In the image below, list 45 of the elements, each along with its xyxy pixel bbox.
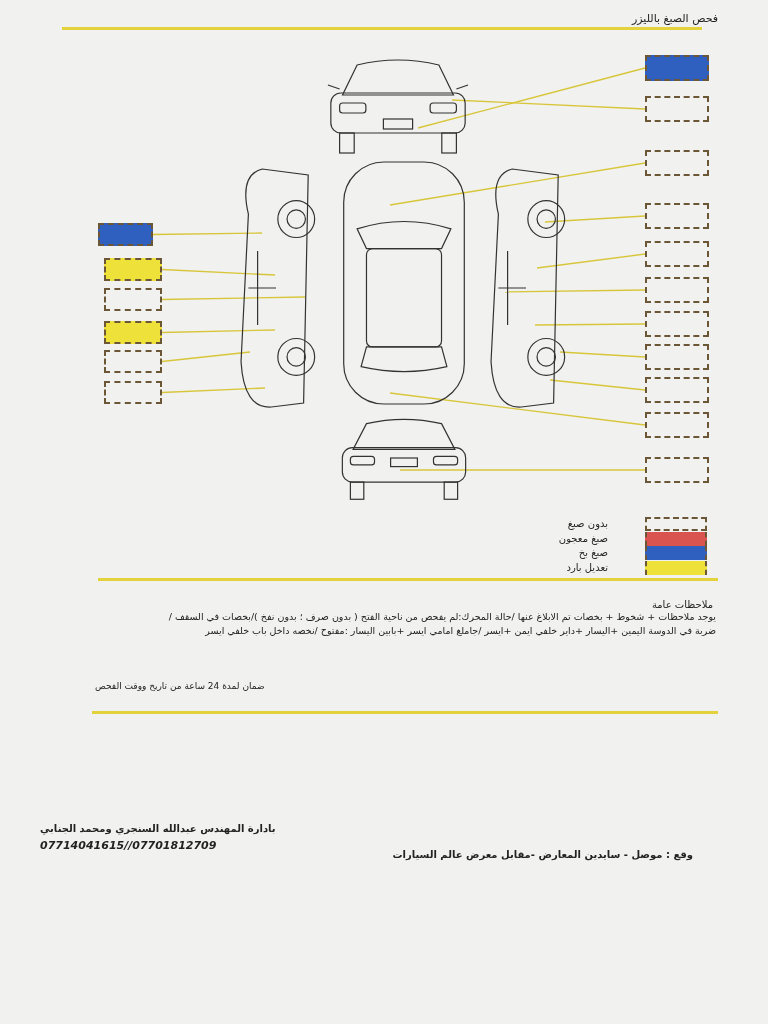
leader-line (534, 323, 646, 326)
notes-paragraph: يوجد ملاحظات + شخوط + بخصات تم الابلاغ عنها /حالة المحرك:لم يفحص من ناحية الفتح ( بدون صرف ؛ بدون نفخ )/بخصات في السقف /ضربة في الدوسة اليمين +اليسار +داير خلفي ايمن +ايسر /جاملغ امامي ايسر +بابين اليسار :مفتوح /نخصه داخل باب خلفي ايسر (167, 610, 716, 639)
address-text: وقع : موصل - سايدين المعارض -مقابل معرض عالم السيارات (392, 848, 693, 862)
leader-line (161, 351, 251, 363)
leader-line (559, 351, 646, 358)
leader-line (161, 268, 276, 276)
notes-heading: ملاحظات عامة (651, 598, 713, 612)
leader-line (152, 232, 263, 236)
legend-label: بدون صبغ (567, 518, 608, 530)
paint-status-box (104, 350, 162, 373)
paint-status-box (98, 223, 153, 246)
leader-line (549, 379, 646, 391)
paint-status-box (104, 381, 162, 404)
paint-status-box (645, 277, 709, 303)
leader-line (536, 253, 646, 269)
paint-status-box (104, 258, 162, 281)
leader-line (451, 99, 646, 110)
paint-status-box (645, 241, 709, 267)
paint-status-box (645, 412, 709, 438)
legend-label: صبغ بخ (578, 547, 608, 559)
paint-status-box (645, 203, 709, 229)
leader-line (544, 215, 646, 223)
legend-label: تعديل بارد (566, 561, 608, 574)
paint-status-box (645, 311, 709, 337)
leader-line (389, 392, 646, 426)
leader-line (417, 67, 646, 129)
legend-label: صبغ معجون (558, 532, 608, 545)
leader-line (399, 469, 646, 471)
management-names: بادارة المهندس عبدالله السنجري ومحمد الجنابي (40, 822, 276, 836)
paint-status-box (645, 457, 709, 483)
warranty-note: ضمان لمدة 24 ساعة من تاريخ ووقت الفحص (95, 680, 265, 693)
paint-status-box (104, 321, 162, 344)
paint-status-box (645, 344, 709, 370)
leader-line (504, 289, 646, 293)
paint-status-box (645, 96, 709, 122)
leader-line (161, 296, 306, 301)
leader-line (161, 387, 266, 394)
paint-status-box (645, 150, 709, 176)
page-title: فحص الصبغ بالليزر (631, 12, 718, 25)
phone-numbers: 07714041615//07701812709 (40, 838, 217, 854)
leader-line (389, 162, 646, 206)
paint-status-box (645, 55, 709, 81)
leader-line (161, 329, 276, 334)
paint-status-box (104, 288, 162, 311)
paint-status-box (645, 377, 709, 403)
